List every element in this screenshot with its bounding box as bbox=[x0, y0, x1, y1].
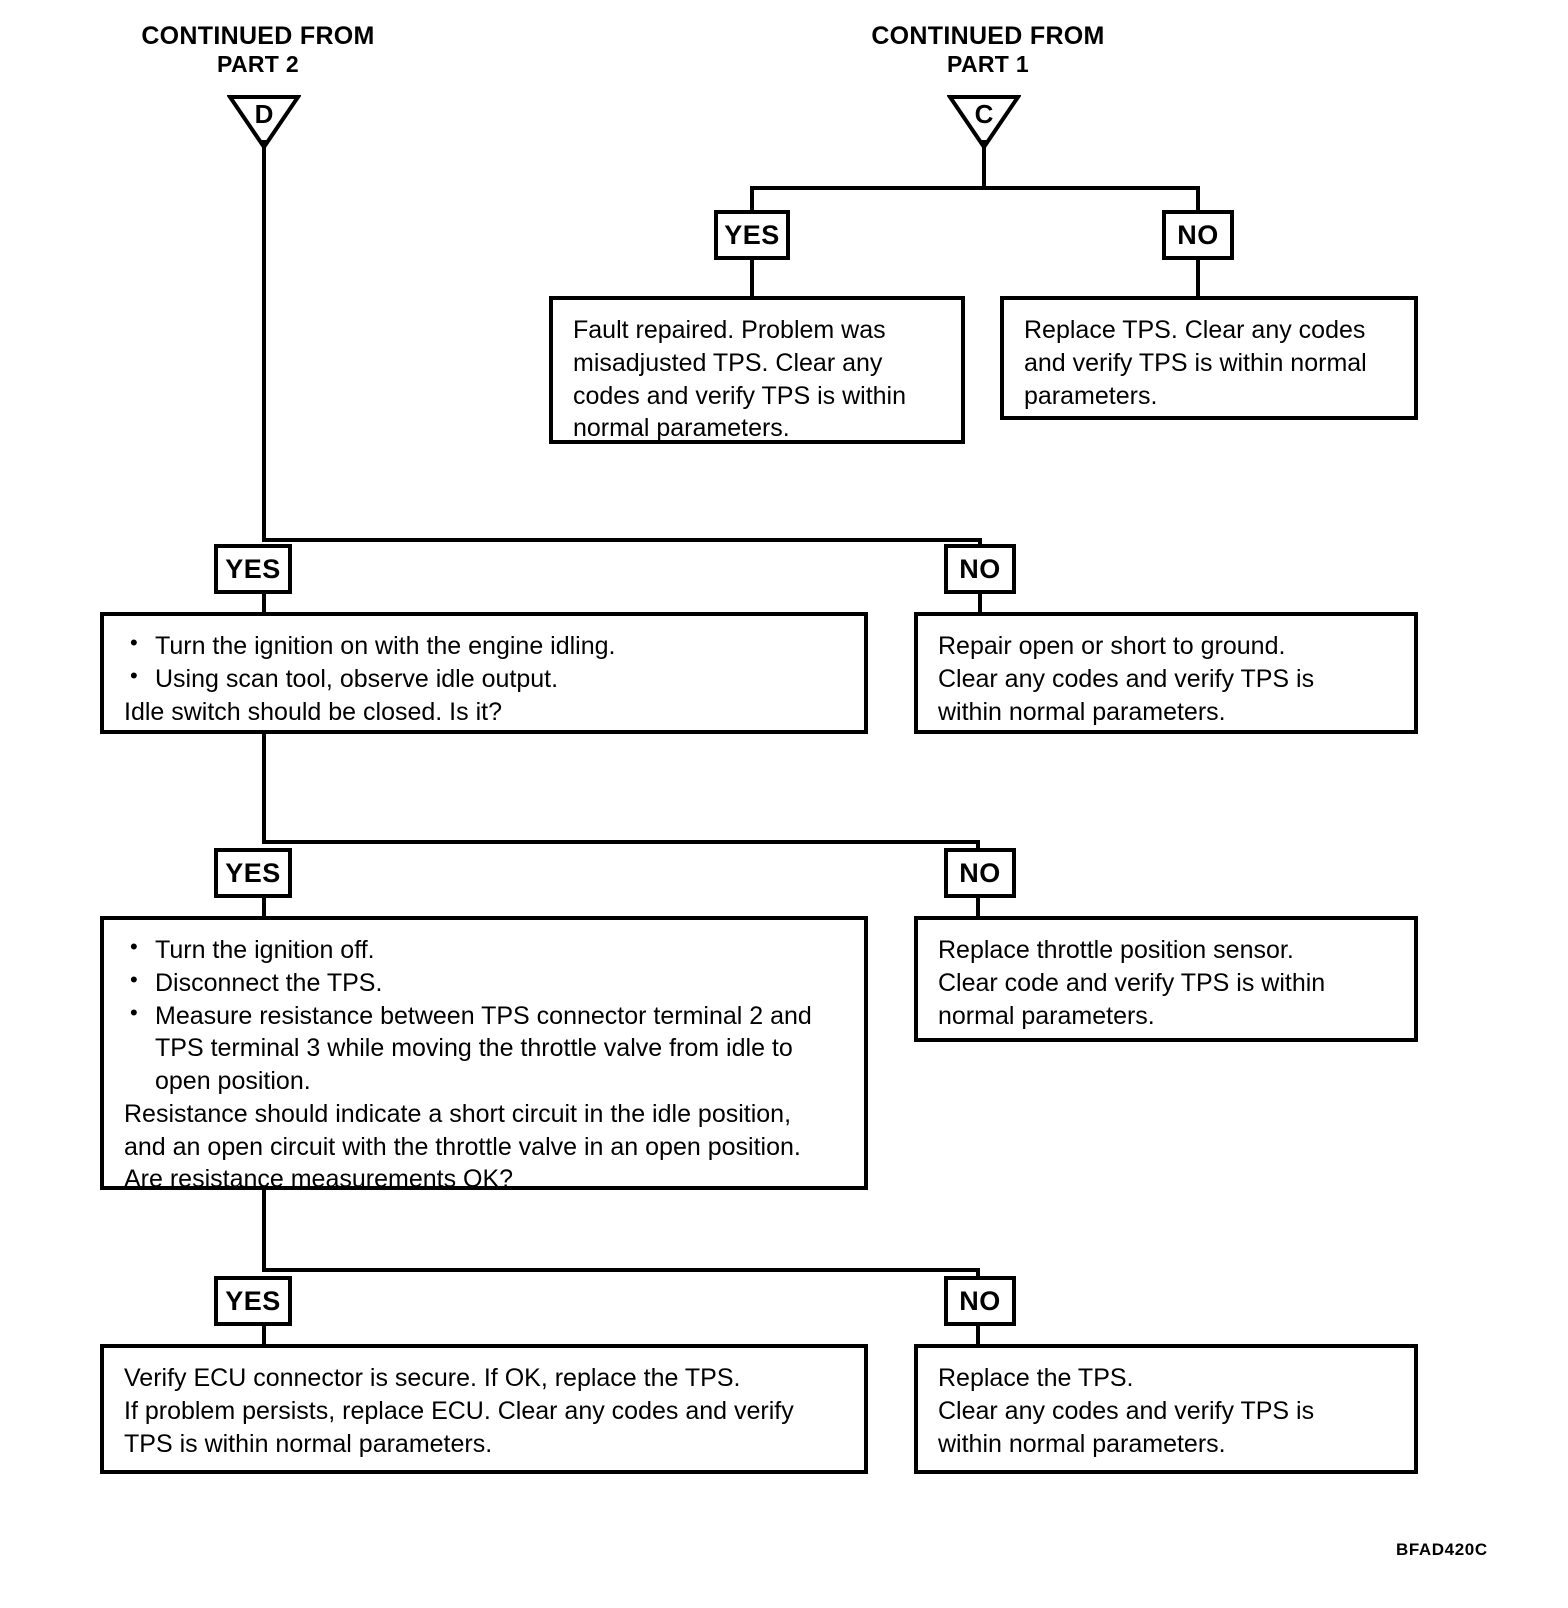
branch-tag-yes-d[interactable]: YES bbox=[214, 544, 292, 594]
node-replace-tps-c-line-3: parameters. bbox=[1024, 381, 1158, 410]
connector-letter-c: C bbox=[974, 99, 994, 129]
figure-code: BFAD420C bbox=[1396, 1540, 1488, 1559]
edge-resistance-stem bbox=[262, 1190, 266, 1272]
edge-d-branch-bar bbox=[262, 538, 982, 542]
node-repair-open-short-line-3: within normal parameters. bbox=[938, 697, 1226, 726]
node-verify-ecu-line-3: TPS is within normal parameters. bbox=[124, 1429, 493, 1458]
node-idle-switch-check-bullet-2: Using scan tool, observe idle output. bbox=[124, 662, 846, 696]
node-idle-switch-check: Turn the ignition on with the engine idl… bbox=[100, 612, 868, 734]
node-idle-switch-check-question: Idle switch should be closed. Is it? bbox=[124, 697, 502, 726]
continued-from-label-left: CONTINUED FROM bbox=[141, 22, 375, 50]
branch-tag-yes-resistance[interactable]: YES bbox=[214, 1276, 292, 1326]
node-verify-ecu-connector: Verify ECU connector is secure. If OK, r… bbox=[100, 1344, 868, 1474]
edge-c-to-yes bbox=[750, 186, 754, 212]
edge-d-stem bbox=[262, 140, 266, 542]
node-resistance-check-bullet-2: Disconnect the TPS. bbox=[124, 966, 846, 1000]
edge-c-to-no bbox=[1196, 186, 1200, 212]
edge-idle-stem bbox=[262, 734, 266, 844]
connector-letter-d: D bbox=[254, 99, 274, 129]
node-replace-tps-sensor-line-1: Replace throttle position sensor. bbox=[938, 936, 1294, 964]
edge-idle-branch-bar bbox=[262, 840, 980, 844]
part-label-left: PART 2 bbox=[217, 51, 299, 77]
edge-c-stem bbox=[982, 140, 986, 188]
node-resistance-check-bullets: Turn the ignition off. Disconnect the TP… bbox=[124, 933, 846, 1098]
continued-from-part1-header: CONTINUED FROM PART 1 bbox=[858, 22, 1118, 78]
triangle-down-icon bbox=[947, 95, 1021, 150]
node-replace-tps-final: Replace the TPS. Clear any codes and ver… bbox=[914, 1344, 1418, 1474]
node-resistance-check-bullet-3: Measure resistance between TPS connector… bbox=[124, 998, 846, 1098]
node-idle-switch-check-bullets: Turn the ignition on with the engine idl… bbox=[124, 629, 846, 696]
node-replace-tps-c-line-1: Replace TPS. Clear any codes bbox=[1024, 316, 1366, 344]
edge-c-branch-bar bbox=[750, 186, 1200, 190]
node-repair-open-short-line-2: Clear any codes and verify TPS is bbox=[938, 664, 1315, 693]
part-label-right: PART 1 bbox=[947, 51, 1029, 77]
branch-tag-no-d[interactable]: NO bbox=[944, 544, 1016, 594]
branch-tag-yes-idle[interactable]: YES bbox=[214, 848, 292, 898]
node-repair-open-short-line-1: Repair open or short to ground. bbox=[938, 632, 1286, 660]
node-idle-switch-check-bullet-1: Turn the ignition on with the engine idl… bbox=[124, 629, 846, 663]
node-fault-repaired-line-1: Fault repaired. Problem was bbox=[573, 316, 886, 344]
node-resistance-check: Turn the ignition off. Disconnect the TP… bbox=[100, 916, 868, 1193]
node-replace-tps-c: Replace TPS. Clear any codes and verify … bbox=[1000, 296, 1418, 420]
branch-tag-no-c[interactable]: NO bbox=[1162, 210, 1234, 260]
node-fault-repaired-line-2: misadjusted TPS. Clear any bbox=[573, 348, 883, 377]
edge-yes-c-to-box bbox=[750, 258, 754, 298]
edge-d-branch-right-drop bbox=[978, 538, 982, 546]
edge-no-resistance-to-box bbox=[976, 1324, 980, 1346]
node-verify-ecu-line-1: Verify ECU connector is secure. If OK, r… bbox=[124, 1364, 741, 1392]
branch-tag-yes-c[interactable]: YES bbox=[714, 210, 790, 260]
node-resistance-check-question: Are resistance measurements OK? bbox=[124, 1165, 514, 1194]
node-resistance-check-line-2: and an open circuit with the throttle va… bbox=[124, 1132, 801, 1161]
node-verify-ecu-line-2: If problem persists, replace ECU. Clear … bbox=[124, 1396, 794, 1425]
node-replace-tps-c-line-2: and verify TPS is within normal bbox=[1024, 348, 1367, 377]
edge-resistance-branch-right-drop bbox=[976, 1268, 980, 1280]
continued-from-label-right: CONTINUED FROM bbox=[871, 22, 1105, 50]
edge-yes-resistance-to-box bbox=[262, 1324, 266, 1346]
edge-yes-idle-to-box bbox=[262, 896, 266, 918]
node-replace-tps-final-line-3: within normal parameters. bbox=[938, 1429, 1226, 1458]
node-repair-open-short: Repair open or short to ground. Clear an… bbox=[914, 612, 1418, 734]
node-fault-repaired: Fault repaired. Problem was misadjusted … bbox=[549, 296, 965, 444]
node-resistance-check-line-1: Resistance should indicate a short circu… bbox=[124, 1099, 792, 1128]
continued-from-part2-header: CONTINUED FROM PART 2 bbox=[128, 22, 388, 78]
node-fault-repaired-line-4: normal parameters. bbox=[573, 414, 790, 443]
edge-no-d-to-box bbox=[978, 592, 982, 614]
node-replace-tps-final-line-2: Clear any codes and verify TPS is bbox=[938, 1396, 1315, 1425]
branch-tag-no-idle[interactable]: NO bbox=[944, 848, 1016, 898]
connector-triangle-c: C bbox=[947, 94, 1021, 150]
node-replace-tps-sensor-line-2: Clear code and verify TPS is within bbox=[938, 968, 1326, 997]
branch-tag-no-resistance[interactable]: NO bbox=[944, 1276, 1016, 1326]
triangle-down-icon bbox=[227, 95, 301, 150]
edge-idle-branch-right-drop bbox=[976, 840, 980, 850]
edge-yes-d-to-box bbox=[262, 592, 266, 614]
connector-triangle-d: D bbox=[227, 94, 301, 150]
node-replace-throttle-position-sensor: Replace throttle position sensor. Clear … bbox=[914, 916, 1418, 1042]
edge-no-c-to-box bbox=[1196, 258, 1200, 298]
node-resistance-check-bullet-1: Turn the ignition off. bbox=[124, 933, 846, 967]
edge-resistance-branch-bar bbox=[262, 1268, 980, 1272]
node-replace-tps-sensor-line-3: normal parameters. bbox=[938, 1001, 1155, 1030]
edge-no-idle-to-box bbox=[976, 896, 980, 918]
node-fault-repaired-line-3: codes and verify TPS is within bbox=[573, 381, 907, 410]
node-replace-tps-final-line-1: Replace the TPS. bbox=[938, 1364, 1134, 1392]
